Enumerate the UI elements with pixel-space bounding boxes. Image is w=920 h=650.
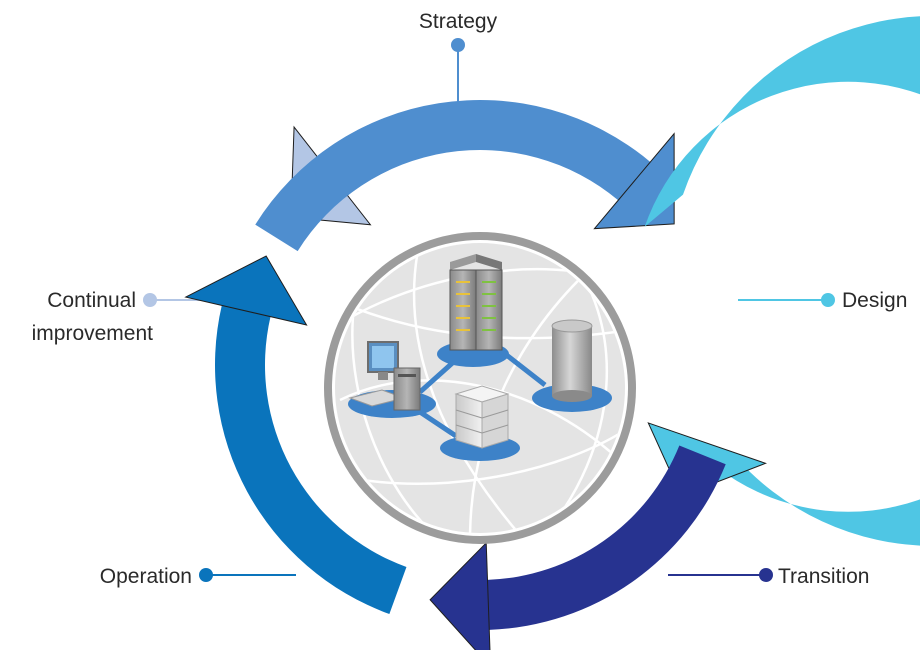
stage-label-strategy: Strategy [419,10,498,115]
workstation-icon [348,341,421,411]
operation-arrow-body [215,305,407,615]
hub-network [324,232,636,544]
operation-label: Operation [100,565,192,588]
design-arrow-body [644,16,920,546]
transition-dot [759,568,773,582]
continual-dot [143,293,157,307]
stage-label-transition: Transition [668,565,869,588]
stage-label-design: Design [738,289,907,312]
design-label: Design [842,289,907,312]
continual-label-line1: Continual [47,289,136,312]
transition-label: Transition [778,565,869,588]
stage-label-operation: Operation [100,565,296,588]
strategy-label: Strategy [419,10,498,33]
transition-arrow-body [487,445,726,630]
transition-arrow-head [429,541,491,650]
database-icon [551,319,593,402]
operation-arrow-head [184,255,308,326]
strategy-dot [451,38,465,52]
design-dot [821,293,835,307]
continual-label-line2: improvement [32,322,154,345]
network-links [418,348,547,439]
strategy-arrow-body [255,99,651,252]
stage-label-continual: Continual improvement [32,289,226,345]
server-rack-icon [449,254,503,351]
cycle-arrows [184,16,920,650]
operation-dot [199,568,213,582]
storage-unit-icon [454,385,510,449]
